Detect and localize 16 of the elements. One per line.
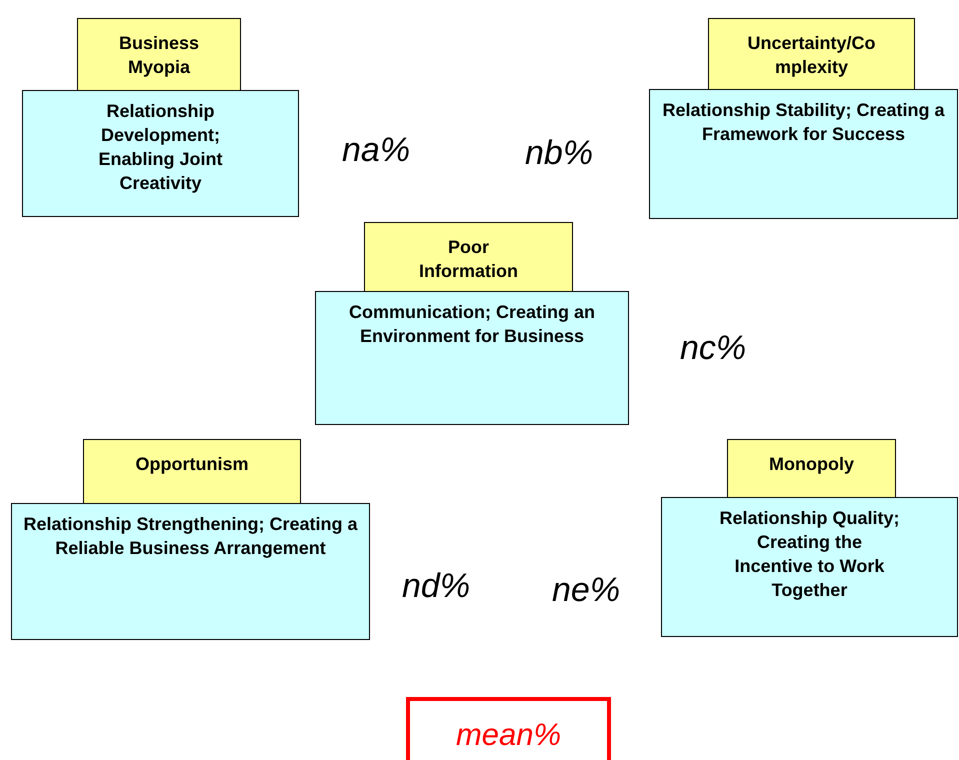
tab-box: Business Myopia bbox=[77, 18, 241, 91]
percentage-label: nb% bbox=[525, 133, 594, 173]
percentage-label: na% bbox=[342, 130, 410, 170]
percentage-label: nc% bbox=[680, 328, 746, 368]
process-box: Relationship Stability; Creating a Framework for Success bbox=[649, 89, 958, 219]
result-box: mean% bbox=[406, 697, 611, 760]
percentage-label: ne% bbox=[552, 570, 620, 610]
percentage-label: nd% bbox=[402, 566, 470, 606]
process-box: Communication; Creating an Environment for Business bbox=[315, 291, 629, 425]
tab-box: Uncertainty/Co mplexity bbox=[708, 18, 915, 90]
process-box: Relationship Quality; Creating the Incentive to Work Together bbox=[661, 497, 958, 637]
tab-box: Poor Information bbox=[364, 222, 573, 292]
process-box: Relationship Strengthening; Creating a Reliable Business Arrangement bbox=[11, 503, 370, 640]
tab-box: Monopoly bbox=[727, 439, 896, 498]
process-box: Relationship Development; Enabling Joint Creativity bbox=[22, 90, 299, 217]
tab-box: Opportunism bbox=[83, 439, 301, 504]
